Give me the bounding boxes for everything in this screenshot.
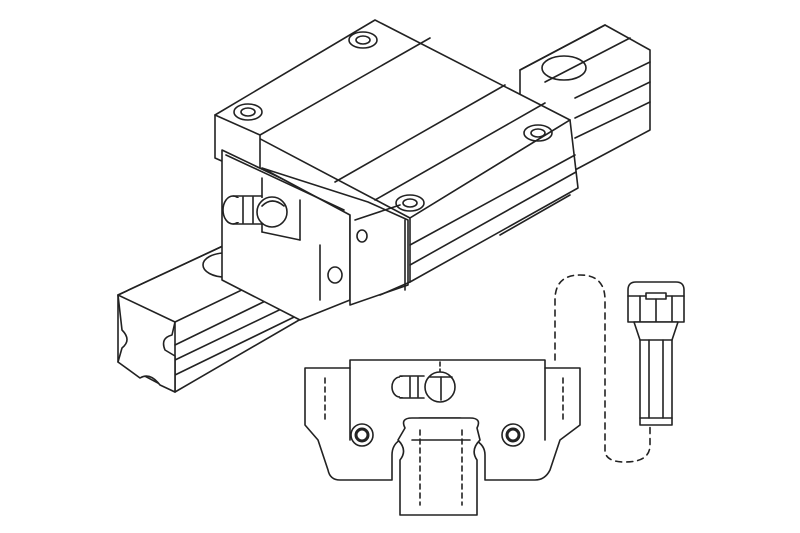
block-end-view: [304, 359, 581, 516]
front-side-hole: [356, 229, 368, 243]
assembly-path: [554, 274, 651, 463]
end-seal-hole-right: [501, 423, 525, 447]
grease-nipple-end-view: [391, 371, 456, 403]
block-mount-hole-4: [395, 194, 425, 212]
block-mount-hole-2: [233, 103, 263, 121]
end-seal-hole-left: [350, 423, 374, 447]
cap-screw: [627, 281, 685, 426]
rail-mount-hole-back: [541, 55, 587, 81]
carriage-block: [214, 19, 579, 321]
block-mount-hole-1: [348, 31, 378, 49]
front-screw-hole: [327, 266, 343, 284]
grease-nipple: [222, 195, 288, 228]
block-mount-hole-3: [523, 124, 553, 142]
